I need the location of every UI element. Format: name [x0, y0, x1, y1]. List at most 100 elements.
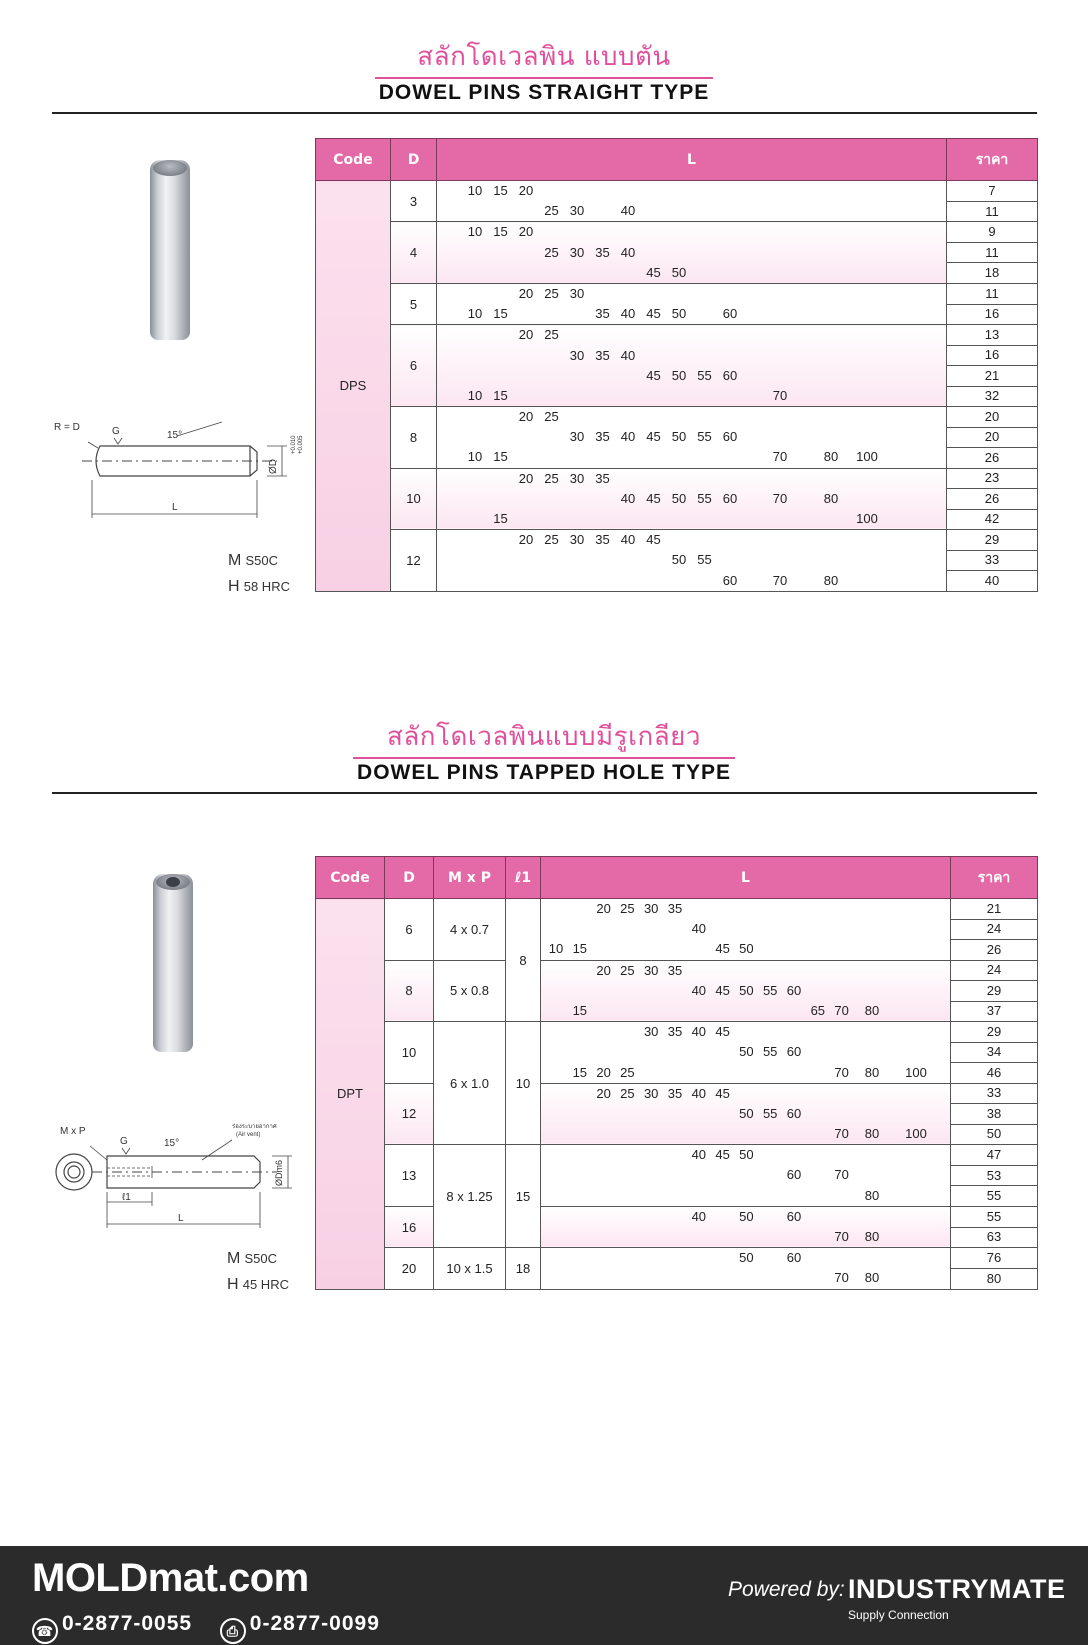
industrymate-logo[interactable]: INDUSTRYMATE	[848, 1574, 1066, 1604]
price-cell: 53	[950, 1164, 1038, 1187]
length-value: 50	[739, 1044, 754, 1060]
length-value: 60	[786, 1167, 802, 1183]
length-value: 100	[905, 1064, 927, 1080]
length-value: 20	[596, 901, 611, 916]
price-cell: 29	[950, 980, 1038, 1002]
tolerance-upper: +0.010	[291, 435, 297, 454]
length-value: 80	[864, 1229, 880, 1244]
length-value: 55	[762, 1105, 778, 1121]
length-value: 40	[691, 1024, 707, 1040]
price-cell: 7	[946, 180, 1038, 202]
length-value: 100	[856, 449, 878, 465]
price-cell: 21	[946, 365, 1038, 387]
product-code-cell: DPT	[315, 898, 385, 1290]
table-row: 29	[316, 980, 1038, 1002]
length-value: 50	[671, 552, 687, 568]
thread-depth-cell: 10	[505, 1021, 541, 1146]
length-value: 60	[786, 982, 802, 998]
length-value: 55	[762, 982, 778, 998]
length-value: 45	[715, 1024, 730, 1040]
length-value: 55	[697, 552, 712, 568]
tolerance-lower: +0.005	[298, 435, 304, 454]
length-value: 60	[786, 1250, 802, 1266]
angle-label: 15°	[167, 430, 182, 441]
header-d: D	[390, 138, 437, 181]
fax-number[interactable]: 0-2877-0099	[249, 1612, 380, 1635]
table-row: 18	[316, 262, 1038, 284]
length-value: 20	[518, 409, 534, 425]
fax-icon: ⎙	[219, 1618, 246, 1644]
price-cell: 20	[946, 406, 1038, 428]
hardness-label: H	[228, 578, 240, 595]
section1-title-english: DOWEL PINS STRAIGHT TYPE	[374, 77, 714, 105]
price-cell: 55	[950, 1205, 1038, 1228]
length-value: 50	[671, 490, 687, 506]
thread-size-cell: 6 x 1.0	[433, 1021, 506, 1146]
diameter-cell: 16	[384, 1205, 434, 1249]
length-value: 30	[569, 532, 585, 548]
length-value: 50	[739, 941, 754, 957]
length-value: 70	[772, 572, 788, 588]
length-value: 60	[722, 367, 738, 383]
length-value: 80	[864, 1064, 880, 1080]
length-value: 55	[697, 490, 712, 506]
diameter-cell: 13	[384, 1144, 434, 1207]
length-value: 45	[715, 982, 730, 998]
table-row: 20	[316, 426, 1038, 449]
length-value: 15	[493, 183, 508, 198]
pin-top-face	[153, 160, 187, 176]
l1-label: ℓ1	[122, 1192, 131, 1203]
diameter-cell: 5	[390, 282, 437, 326]
price-cell: 34	[950, 1041, 1038, 1064]
length-value: 45	[646, 429, 661, 445]
table-row: 26	[316, 939, 1038, 961]
length-value: 35	[595, 347, 610, 363]
table-row: 26	[316, 447, 1038, 469]
length-value: 70	[834, 1064, 849, 1080]
length-label: L	[172, 502, 178, 513]
length-options-line: 40	[541, 919, 950, 939]
length-value: 15	[493, 224, 508, 240]
length-value: 30	[569, 244, 585, 260]
price-cell: 29	[950, 1021, 1038, 1043]
brand-logo[interactable]: MOLDmat.com	[32, 1556, 309, 1600]
diameter-cell: 8	[390, 406, 437, 469]
length-value: 70	[834, 1167, 849, 1183]
radius-label: R = D	[54, 422, 80, 433]
price-cell: 26	[946, 488, 1038, 510]
length-value: 20	[518, 224, 534, 240]
price-cell: 11	[946, 241, 1038, 264]
header-mxp: M x P	[433, 856, 506, 899]
length-value: 45	[715, 941, 730, 957]
dowel-pin-straight-image	[150, 160, 190, 340]
length-value: 45	[646, 264, 661, 280]
phone-number[interactable]: 0-2877-0055	[62, 1612, 193, 1635]
header-l: L	[540, 856, 951, 899]
price-cell: 26	[946, 447, 1038, 469]
length-value: 60	[722, 490, 738, 506]
length-value: 15	[493, 306, 508, 322]
length-value: 40	[620, 490, 636, 506]
